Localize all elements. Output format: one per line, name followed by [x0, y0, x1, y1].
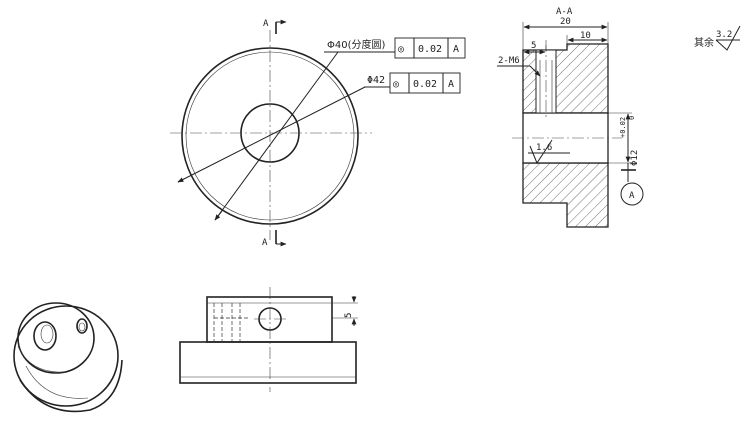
- general-roughness: 其余 3.2: [694, 25, 741, 51]
- outer-tol-value: 0.02: [413, 79, 437, 90]
- general-roughness-prefix: 其余: [694, 36, 714, 49]
- pitch-circle-leader: [214, 51, 339, 221]
- pitch-circle-tolerance-frame: ◎ 0.02 A: [394, 37, 466, 59]
- isometric-view: [13, 302, 123, 413]
- front-view: A A Φ40(分度圆) ◎ 0.02 A Φ42 ◎: [170, 19, 466, 248]
- side-height-dim: 5: [344, 313, 354, 318]
- side-hub: [206, 296, 333, 343]
- outer-dia-leader: [177, 86, 366, 183]
- bore-roughness-symbol: 1.6: [528, 139, 570, 165]
- datum-circle: [620, 182, 644, 206]
- section-title: A-A: [556, 7, 573, 17]
- cut-marker-top: A: [263, 19, 287, 34]
- outer-tol-datum: A: [448, 79, 454, 90]
- thread-label: 2-M6: [498, 56, 520, 66]
- pitch-circle-label: Φ40(分度圆): [327, 38, 385, 51]
- outer-dia-label: Φ42: [367, 75, 385, 86]
- dim-total-width: 20: [560, 17, 571, 27]
- bore-tol-upper: +0.02: [619, 117, 627, 138]
- concentricity-icon: ◎: [393, 79, 399, 90]
- cut-marker-top-label: A: [263, 19, 269, 29]
- datum-label: A: [629, 191, 635, 201]
- bore-tol-lower: 0: [628, 116, 636, 120]
- dim-hole-offset: 5: [531, 41, 536, 51]
- section-view: A-A 20 10 5 2-M6 1: [497, 7, 644, 228]
- section-lower-hatch: [522, 162, 609, 228]
- outer-dia-tolerance-frame: ◎ 0.02 A: [389, 72, 461, 94]
- bore-dia-label: Φ12: [630, 150, 640, 166]
- cut-marker-bottom: A: [262, 230, 287, 248]
- bore-roughness-value: 1.6: [536, 143, 552, 153]
- cut-marker-bottom-label: A: [262, 238, 268, 248]
- concentricity-icon: ◎: [398, 44, 404, 55]
- pitch-tol-value: 0.02: [418, 44, 442, 55]
- side-flange: [179, 341, 357, 384]
- general-roughness-value: 3.2: [716, 30, 732, 40]
- outer-circle: [181, 47, 359, 225]
- dim-flange-width: 10: [580, 31, 591, 41]
- side-view: 5: [179, 287, 358, 392]
- pitch-tol-datum: A: [453, 44, 459, 55]
